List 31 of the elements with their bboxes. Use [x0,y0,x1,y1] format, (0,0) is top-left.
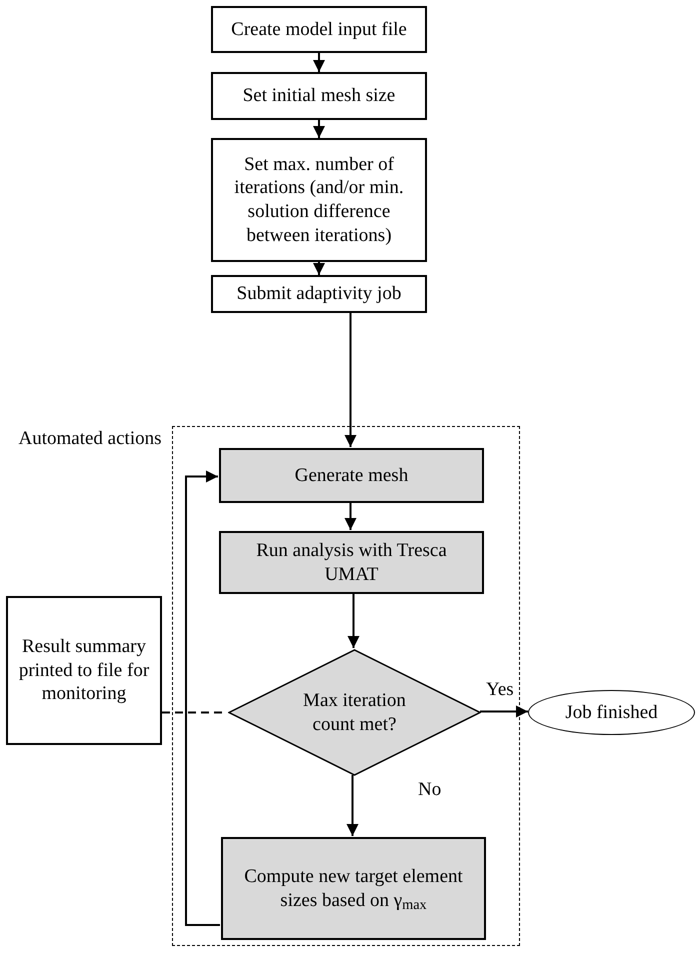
process-box [221,837,486,940]
node-text: Set initial mesh size [242,84,396,108]
process-box [6,596,162,745]
process-box [219,448,484,503]
node-text: Create model input file [231,18,407,42]
node-text: Job finished [565,700,658,724]
node-text: Submit adaptivity job [236,282,402,306]
edge-label: No [418,780,442,799]
process-box [211,275,427,313]
edge-label: Yes [486,680,514,699]
node-text: Compute new target element sizes based on γ$_{max}$ [243,864,464,912]
process-box [219,531,484,594]
node-text: Generate mesh [294,464,408,488]
process-box [211,138,427,262]
arrow [185,470,220,926]
arrow [346,775,358,836]
node-text: Result summary printed to file for monitoring [18,634,150,706]
arrow [344,313,356,447]
node-text: Set max. number of iterations (and/or min. solution difference between iterations) [233,152,405,248]
node-text: Max iteration count met? [302,688,407,736]
group-heading: Automated actions [18,427,162,451]
arrow [313,120,325,138]
decision-diamond [228,649,481,776]
process-box [211,6,427,53]
node-text: Run analysis with Tresca UMAT [255,538,448,586]
arrow [344,502,356,530]
arrow [313,262,325,275]
arrow [348,593,360,648]
arrow [313,53,325,72]
process-box [211,72,427,120]
arrow [480,706,528,718]
